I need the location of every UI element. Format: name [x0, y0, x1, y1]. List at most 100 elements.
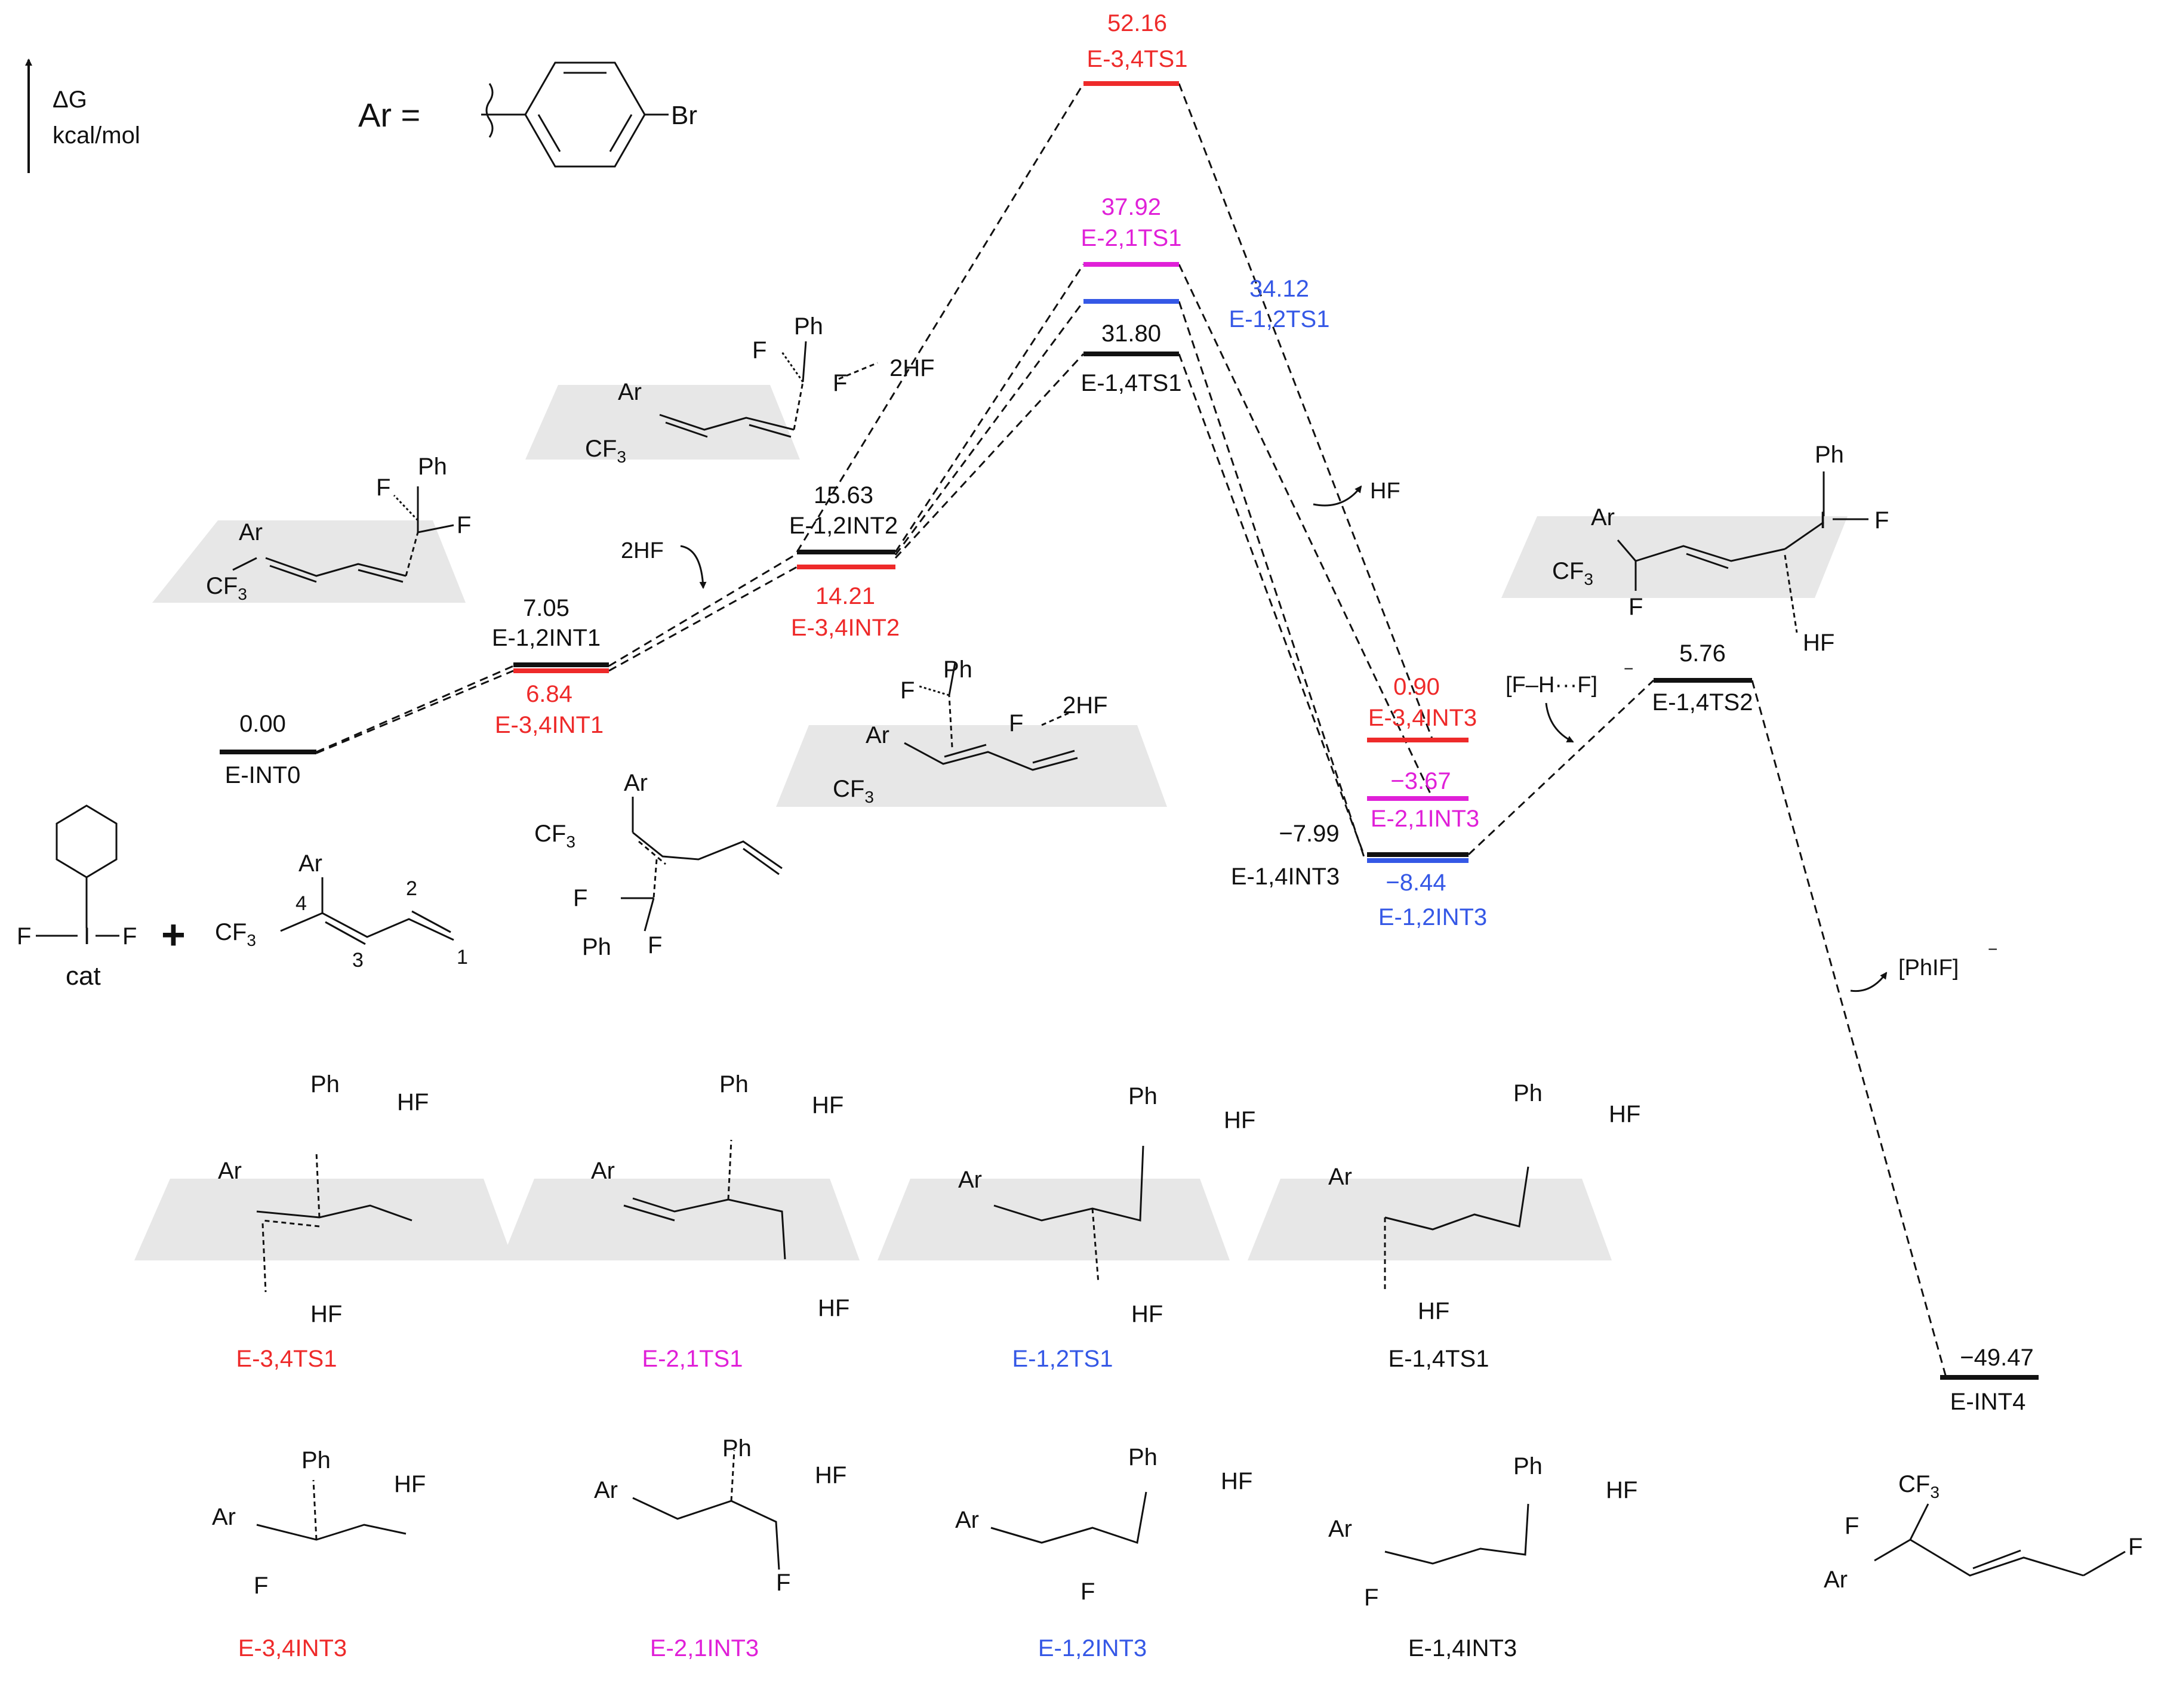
- atom-f: F: [752, 337, 766, 363]
- atom-ph: Ph: [301, 1447, 331, 1473]
- atom-ar: Ar: [298, 850, 322, 877]
- atom-f: F: [457, 512, 471, 538]
- atom-ar: Ar: [1328, 1516, 1352, 1542]
- atom-cf3: CF3: [1898, 1471, 1940, 1502]
- atom-ar: Ar: [212, 1504, 236, 1530]
- atom-ar: Ar: [218, 1158, 242, 1184]
- atom-ph: Ph: [1128, 1083, 1157, 1109]
- atom-hf: HF: [1609, 1101, 1640, 1127]
- energy-axis-unit: kcal/mol: [53, 122, 140, 149]
- atom-cf3: CF3: [534, 821, 575, 851]
- caption-int3-0: E-3,4INT3: [238, 1635, 347, 1661]
- atom-ph: Ph: [310, 1071, 340, 1097]
- plane-int2-top: [525, 385, 800, 460]
- atom-f: F: [254, 1573, 268, 1599]
- atom-ar: Ar: [239, 519, 263, 545]
- name-E-1,4TS1: E-1,4TS1: [1081, 370, 1182, 396]
- name-E-1,4INT3: E-1,4INT3: [1231, 864, 1340, 890]
- name-E-2,1INT3: E-2,1INT3: [1371, 806, 1479, 832]
- atom-i: I: [84, 923, 90, 949]
- atom-cf3: CF3: [585, 436, 626, 466]
- name-E-1,4TS2: E-1,4TS2: [1652, 689, 1753, 716]
- energy-axis-label: ΔG: [53, 87, 87, 113]
- value-E-2,1TS1: 37.92: [1101, 194, 1161, 220]
- value-E-2,1INT3: −3.67: [1390, 768, 1451, 794]
- structure-captions: E-3,4TS1 E-2,1TS1 E-1,2TS1 E-1,4TS1 E-3,…: [236, 1346, 1517, 1661]
- name-E-3,4INT2: E-3,4INT2: [791, 615, 900, 641]
- value-E-1,2INT3: −8.44: [1386, 870, 1446, 896]
- name-E-INT0: E-INT0: [225, 762, 301, 788]
- phif-annotation: [PhIF]: [1898, 955, 1959, 981]
- plane-ts2: [1501, 516, 1848, 598]
- atom-hf: HF: [818, 1295, 849, 1321]
- atom-f: F: [833, 370, 847, 396]
- name-E-1,2INT1: E-1,2INT1: [492, 625, 601, 651]
- name-E-INT4: E-INT4: [1950, 1389, 2026, 1415]
- atom-ph: Ph: [1513, 1453, 1543, 1479]
- atom-f: F: [573, 885, 587, 911]
- atom-ph: Ph: [1513, 1080, 1543, 1106]
- atom-ph: Ph: [722, 1435, 752, 1462]
- fhf-charge: −: [1624, 659, 1633, 678]
- atom-labels: Ph F F Ar CF3 Ph F F 2HF Ar CF3 Ph F F 2…: [17, 313, 2142, 1611]
- atom-hf: HF: [1606, 1477, 1637, 1503]
- name-E-3,4INT1: E-3,4INT1: [495, 712, 604, 738]
- carbon-number-3: 3: [352, 949, 364, 972]
- caption-int3-3: E-1,4INT3: [1408, 1635, 1517, 1661]
- atom-f: F: [648, 932, 662, 958]
- atom-ar: Ar: [594, 1477, 618, 1503]
- atom-ar: Ar: [618, 379, 642, 405]
- name-E-3,4TS1: E-3,4TS1: [1087, 46, 1188, 72]
- atom-hf: HF: [815, 1462, 846, 1488]
- phif-charge: −: [1988, 940, 1997, 958]
- atom-ph: Ph: [1815, 442, 1844, 468]
- atom-ph: Ph: [582, 934, 611, 960]
- name-E-1,2INT2: E-1,2INT2: [789, 513, 898, 539]
- cat-label: cat: [66, 961, 101, 991]
- atom-ar: Ar: [1591, 504, 1615, 531]
- curved-arrow-icon: [1313, 485, 1362, 507]
- carbon-number-2: 2: [406, 877, 417, 900]
- caption-int3-1: E-2,1INT3: [650, 1635, 759, 1661]
- value-E-INT4: −49.47: [1960, 1345, 2033, 1371]
- atom-hf: HF: [394, 1471, 426, 1497]
- caption-ts1-3: E-1,4TS1: [1389, 1346, 1489, 1372]
- atom-f: F: [376, 474, 390, 501]
- atom-ph: Ph: [418, 454, 447, 480]
- fhf-annotation: [F–H···F]: [1506, 673, 1597, 698]
- carbon-number-1: 1: [457, 946, 468, 969]
- energy-labels: 0.00 E-INT0 7.05 E-1,2INT1 6.84 E-3,4INT…: [225, 10, 2034, 1415]
- ts1-int3-skeletons: [256, 1139, 1529, 1570]
- caption-ts1-1: E-2,1TS1: [642, 1346, 743, 1372]
- atom-f: F: [1628, 594, 1643, 620]
- carbon-number-4: 4: [295, 892, 307, 915]
- atom-cf3: CF3: [1552, 558, 1593, 588]
- dashed-connectors: [316, 83, 1947, 1378]
- name-E-1,2TS1: E-1,2TS1: [1229, 306, 1330, 332]
- atom-hf: HF: [1221, 1468, 1252, 1494]
- plane-int1: [152, 520, 466, 603]
- value-E-1,2INT2: 15.63: [814, 482, 873, 508]
- atom-f: F: [1364, 1584, 1378, 1611]
- value-E-3,4INT1: 6.84: [526, 681, 572, 707]
- plane-ts1-c: [878, 1179, 1230, 1260]
- atom-ar: Ar: [1328, 1164, 1352, 1190]
- benzene-ring-icon: [524, 61, 646, 168]
- annotations: 2HF HF [F–H···F] − [PhIF] −: [621, 479, 1997, 992]
- atom-ar: Ar: [958, 1167, 982, 1193]
- atom-i: I: [1820, 507, 1826, 534]
- atom-hf: HF: [397, 1089, 429, 1115]
- atom-f: F: [900, 677, 915, 704]
- value-E-1,2TS1: 34.12: [1249, 276, 1309, 302]
- caption-ts1-0: E-3,4TS1: [236, 1346, 337, 1372]
- plus-sign: +: [161, 911, 186, 958]
- atom-ar: Ar: [1824, 1567, 1848, 1593]
- atom-hf: HF: [1418, 1298, 1449, 1324]
- atom-ph: Ph: [794, 313, 823, 340]
- atom-f: F: [1845, 1513, 1859, 1539]
- plane-int2-bottom: [776, 725, 1167, 807]
- atom-ph: Ph: [1128, 1444, 1157, 1470]
- value-E-3,4INT3: 0.90: [1393, 674, 1440, 700]
- ar-definition-prefix: Ar =: [358, 96, 420, 134]
